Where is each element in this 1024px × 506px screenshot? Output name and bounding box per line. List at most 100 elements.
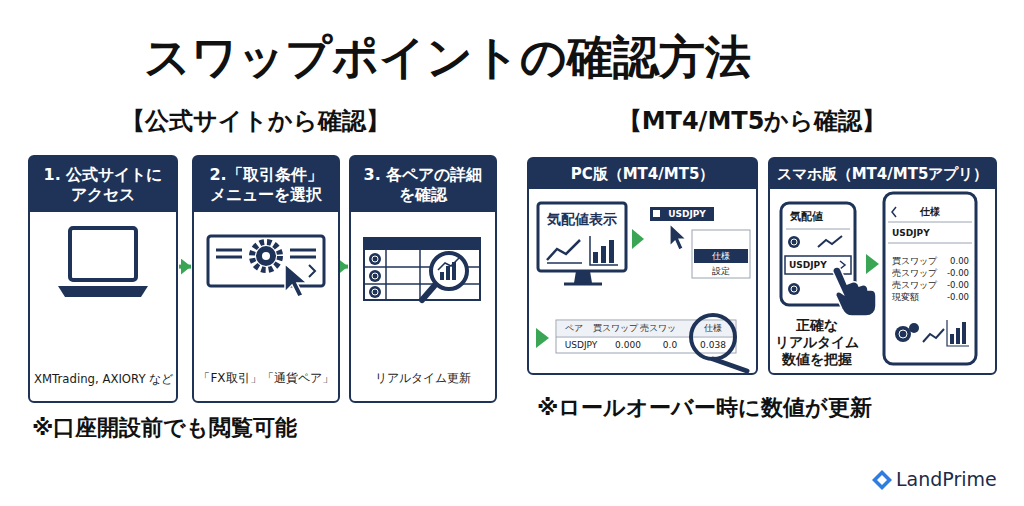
phone-spec-icon — [923, 329, 944, 342]
table-magnifier-icon — [372, 273, 378, 279]
phone-quotes-icon — [866, 254, 879, 274]
screen-text: 0.0 — [663, 340, 677, 350]
screen-text: 売スワップ — [892, 269, 937, 279]
settings-window-icon — [290, 256, 316, 259]
screen-text: 0.038 — [700, 340, 726, 350]
page-title: スワップポイントの確認方法 — [144, 27, 751, 89]
note-text: ※口座開設前でも閲覧可能 — [32, 415, 297, 440]
table-magnifier-icon — [364, 238, 480, 300]
table-magnifier-icon — [422, 285, 435, 300]
settings-window-icon — [216, 256, 242, 259]
table-magnifier-icon — [431, 253, 467, 289]
step-box: 3. 各ペアの詳細 を確認リアルタイム更新 — [349, 155, 497, 403]
screen-text: 設定 — [712, 266, 730, 276]
monitor-icon — [547, 240, 580, 260]
settings-window-icon — [256, 246, 276, 266]
context-menu — [650, 207, 750, 278]
screen-text: 気配値 — [790, 211, 823, 224]
context-menu — [692, 230, 750, 278]
phone-quotes-icon — [840, 261, 845, 269]
phone-spec-icon — [895, 326, 911, 342]
table-magnifier-icon — [372, 289, 378, 295]
box-note: 正確な リアルタイム 数値を把握 — [772, 317, 862, 367]
phone-quotes-icon — [791, 239, 797, 245]
monitor-icon — [590, 236, 618, 265]
settings-window-icon — [216, 249, 242, 252]
context-menu — [653, 210, 660, 217]
screen-text: ペア — [565, 323, 583, 333]
context-menu — [650, 207, 714, 221]
pointing-hand-icon — [833, 267, 876, 316]
table-magnifier-icon — [419, 250, 421, 300]
brand-watermark: LandPrime — [896, 469, 997, 491]
table-magnifier-icon — [438, 258, 459, 270]
screen-text: USDJPY — [565, 340, 598, 350]
box-note: 「FX取引」「通貨ペア」 — [198, 370, 334, 387]
settings-window-icon — [309, 265, 315, 277]
monitor-icon — [547, 262, 582, 264]
phone-quotes-icon — [788, 236, 800, 248]
context-menu — [694, 249, 748, 263]
step-box: 1. 公式サイトに アクセスXMTrading, AXIORY など — [28, 155, 178, 403]
monitor-icon — [632, 229, 644, 249]
screen-text: 売スワッ — [640, 323, 676, 333]
monitor-icon — [538, 203, 626, 271]
phone-quotes-icon — [786, 229, 850, 230]
table-magnifier-icon — [369, 253, 381, 265]
swap-table-screenshot — [556, 337, 736, 338]
settings-window-icon — [285, 264, 307, 297]
phone-quotes-icon — [791, 286, 797, 292]
pointing-hand-icon — [833, 267, 876, 316]
phone-quotes-icon — [818, 236, 842, 247]
phone-spec-icon — [892, 207, 896, 217]
phone-spec-icon — [956, 328, 960, 344]
screen-text: 売スワップ — [892, 281, 937, 291]
phone-spec-icon — [950, 334, 954, 344]
screen-text: 現変額 — [892, 293, 919, 303]
phone-spec-icon — [888, 243, 972, 244]
table-magnifier-icon — [364, 238, 480, 250]
context-menu — [670, 224, 686, 250]
swap-table-screenshot — [536, 315, 747, 371]
table-magnifier-icon — [385, 250, 387, 300]
table-magnifier-icon — [446, 266, 450, 280]
settings-window-icon — [208, 236, 324, 297]
phone-spec-icon — [899, 330, 907, 338]
box-heading: 2.「取引条件」 メニューを選択 — [194, 157, 338, 212]
step-box: 2.「取引条件」 メニューを選択「FX取引」「通貨ペア」 — [192, 155, 340, 403]
phone-spec-icon — [888, 222, 972, 223]
monitor-icon — [538, 203, 644, 284]
phone-spec-icon — [947, 320, 969, 346]
laptop-icon — [58, 228, 148, 297]
settings-window-icon — [290, 249, 316, 252]
box-heading: PC版（MT4/MT5） — [529, 159, 756, 189]
logo-mark — [872, 470, 892, 490]
screen-text: 仕様 — [710, 251, 732, 261]
logo-mark — [872, 470, 892, 490]
step-arrow — [341, 265, 348, 269]
screen-text: 0.00 — [950, 257, 969, 267]
swap-table-screenshot — [557, 321, 735, 336]
phone-spec-icon — [884, 193, 976, 364]
phone-spec-icon — [909, 323, 919, 333]
table-magnifier-icon — [369, 286, 381, 298]
phone-spec-icon — [962, 322, 966, 344]
screen-text: USDJPY — [789, 260, 827, 270]
laptop-icon — [70, 228, 136, 280]
swap-table-screenshot — [713, 359, 747, 371]
screen-text: -0.00 — [947, 293, 969, 303]
section-heading: 【公式サイトから確認】 — [121, 108, 390, 136]
box-heading: 3. 各ペアの詳細 を確認 — [351, 157, 495, 212]
table-magnifier-icon — [369, 270, 381, 282]
settings-window-icon — [252, 242, 280, 270]
screen-text: USDJPY — [892, 228, 930, 238]
table-magnifier-icon — [364, 238, 480, 300]
step-arrow — [179, 265, 191, 269]
settings-window-icon — [208, 236, 324, 286]
section-heading: 【MT4/MT5から確認】 — [618, 108, 887, 136]
screen-text: 気配値表示 — [547, 211, 617, 227]
monitor-icon — [609, 240, 614, 263]
laptop-icon — [58, 286, 148, 297]
table-magnifier-icon — [440, 272, 444, 280]
